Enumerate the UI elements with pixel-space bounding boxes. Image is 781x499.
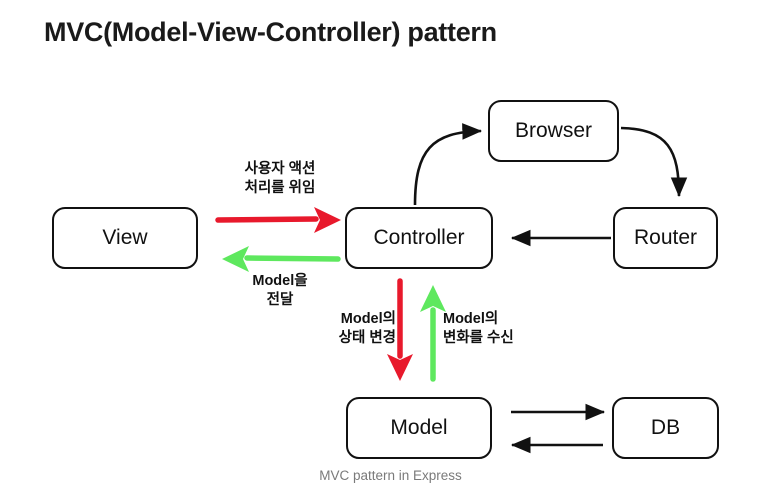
node-model[interactable]: Model	[346, 397, 492, 459]
edge-view-to-controller-red	[215, 207, 341, 233]
edge-controller-to-view-green	[222, 246, 341, 272]
annotation-delegate-action: 사용자 액션 처리를 위임	[244, 161, 316, 197]
node-browser[interactable]: Browser	[488, 100, 619, 162]
edge-browser-to-router	[620, 126, 688, 198]
node-router[interactable]: Router	[613, 207, 718, 269]
annotation-pass-model: Model을 전달	[252, 273, 308, 309]
node-db[interactable]: DB	[612, 397, 719, 459]
node-view[interactable]: View	[52, 207, 198, 269]
page-title: MVC(Model-View-Controller) pattern	[44, 17, 497, 47]
node-controller[interactable]: Controller	[345, 207, 493, 269]
figure-caption: MVC pattern in Express	[319, 468, 462, 483]
edge-controller-to-browser	[413, 123, 483, 206]
annotation-notify-change: Model의 변화를 수신	[443, 311, 514, 347]
annotation-state-change: Model의 상태 변경	[338, 311, 396, 347]
